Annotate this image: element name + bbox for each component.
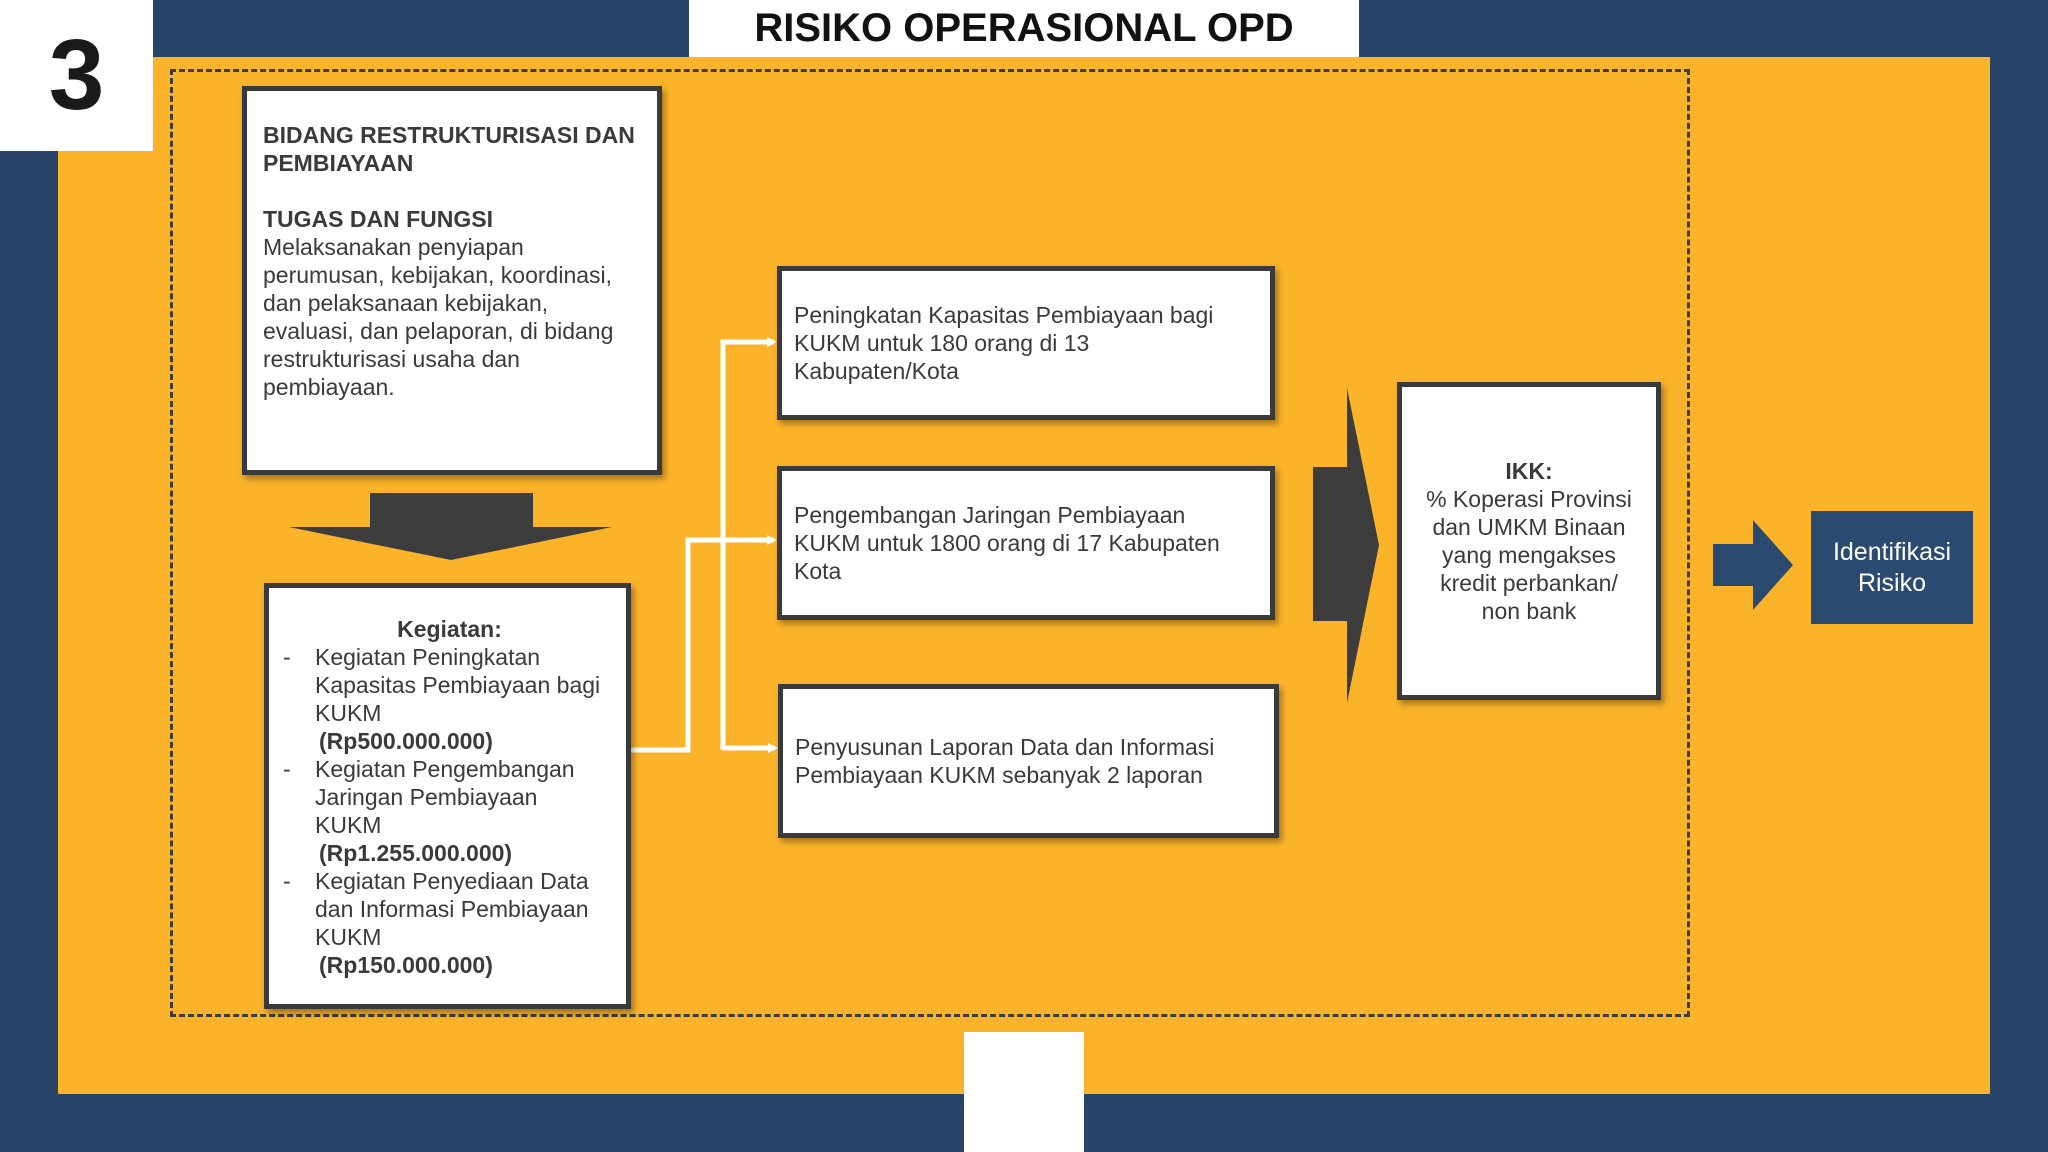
output-line: Kota xyxy=(794,558,842,584)
kegiatan-amount: (Rp1.255.000.000) xyxy=(319,840,513,866)
output-box-1: Peningkatan Kapasitas Pembiayaan bagi KU… xyxy=(777,266,1275,420)
ikk-heading: IKK: xyxy=(1505,458,1553,484)
kegiatan-item: - Kegiatan Penyediaan Data dan Informasi… xyxy=(283,867,616,979)
connector-output-1 xyxy=(720,337,777,750)
kegiatan-heading: Kegiatan: xyxy=(397,616,502,642)
tugas-heading: TUGAS DAN FUNGSI xyxy=(263,206,493,232)
ikk-line: % Koperasi Provinsi xyxy=(1426,486,1632,512)
page-title: RISIKO OPERASIONAL OPD xyxy=(689,0,1359,57)
bidang-name: BIDANG RESTRUKTURISASI DAN xyxy=(263,122,635,148)
tugas-line: dan pelaksanaan kebijakan, xyxy=(263,290,549,316)
kegiatan-line: dan Informasi Pembiayaan xyxy=(315,896,589,922)
kegiatan-line: Kegiatan Peningkatan xyxy=(315,644,541,670)
kegiatan-line: Kegiatan Pengembangan xyxy=(315,756,575,782)
identifikasi-line: Identifikasi xyxy=(1832,537,1952,566)
output-line: KUKM untuk 180 orang di 13 xyxy=(794,330,1090,356)
tugas-line: evaluasi, dan pelaporan, di bidang xyxy=(263,318,614,344)
ikk-line: dan UMKM Binaan xyxy=(1432,514,1626,540)
identifikasi-line: Risiko xyxy=(1857,568,1927,597)
kegiatan-item: - Kegiatan Peningkatan Kapasitas Pembiay… xyxy=(283,643,616,755)
kegiatan-amount: (Rp500.000.000) xyxy=(319,728,493,754)
dashed-frame xyxy=(170,69,1690,1017)
bidang-box: BIDANG RESTRUKTURISASI DAN PEMBIAYAAN TU… xyxy=(242,86,662,475)
kegiatan-line: KUKM xyxy=(315,700,382,726)
output-line: Penyusunan Laporan Data dan Informasi xyxy=(795,734,1215,760)
output-line: Pengembangan Jaringan Pembiayaan xyxy=(794,502,1186,528)
ikk-line: kredit perbankan/ xyxy=(1440,570,1618,596)
output-line: Peningkatan Kapasitas Pembiayaan bagi xyxy=(794,302,1214,328)
kegiatan-amount: (Rp150.000.000) xyxy=(319,952,493,978)
identifikasi-risiko-box: Identifikasi Risiko xyxy=(1811,511,1973,624)
tugas-line: pembiayaan. xyxy=(263,374,395,400)
kegiatan-line: KUKM xyxy=(315,924,382,950)
tugas-line: restrukturisasi usaha dan xyxy=(263,346,520,372)
ikk-line: yang mengakses xyxy=(1442,542,1616,568)
right-arrow-icon xyxy=(1713,520,1793,610)
big-right-arrow-icon xyxy=(1313,388,1379,703)
output-box-3: Penyusunan Laporan Data dan Informasi Pe… xyxy=(778,684,1279,838)
connector-kegiatan-trunk xyxy=(631,537,723,753)
output-box-2: Pengembangan Jaringan Pembiayaan KUKM un… xyxy=(777,466,1275,620)
kegiatan-line: Kapasitas Pembiayaan bagi xyxy=(315,672,601,698)
kegiatan-item: - Kegiatan Pengembangan Jaringan Pembiay… xyxy=(283,755,616,867)
kegiatan-line: KUKM xyxy=(315,812,382,838)
kegiatan-box: Kegiatan: - Kegiatan Peningkatan Kapasit… xyxy=(264,583,631,1009)
kegiatan-line: Kegiatan Penyediaan Data xyxy=(315,868,589,894)
kegiatan-line: Jaringan Pembiayaan xyxy=(315,784,538,810)
tugas-line: perumusan, kebijakan, koordinasi, xyxy=(263,262,613,288)
ikk-line: non bank xyxy=(1481,598,1577,624)
ikk-box: IKK: % Koperasi Provinsi dan UMKM Binaan… xyxy=(1397,382,1661,700)
slide-number: 3 xyxy=(0,0,153,151)
output-line: Pembiayaan KUKM sebanyak 2 laporan xyxy=(795,762,1203,788)
output-line: Kabupaten/Kota xyxy=(794,358,959,384)
output-line: KUKM untuk 1800 orang di 17 Kabupaten xyxy=(794,530,1220,556)
down-arrow-icon xyxy=(289,493,612,560)
bottom-tab xyxy=(964,1032,1084,1152)
tugas-line: Melaksanakan penyiapan xyxy=(263,234,524,260)
bidang-name: PEMBIAYAAN xyxy=(263,150,414,176)
